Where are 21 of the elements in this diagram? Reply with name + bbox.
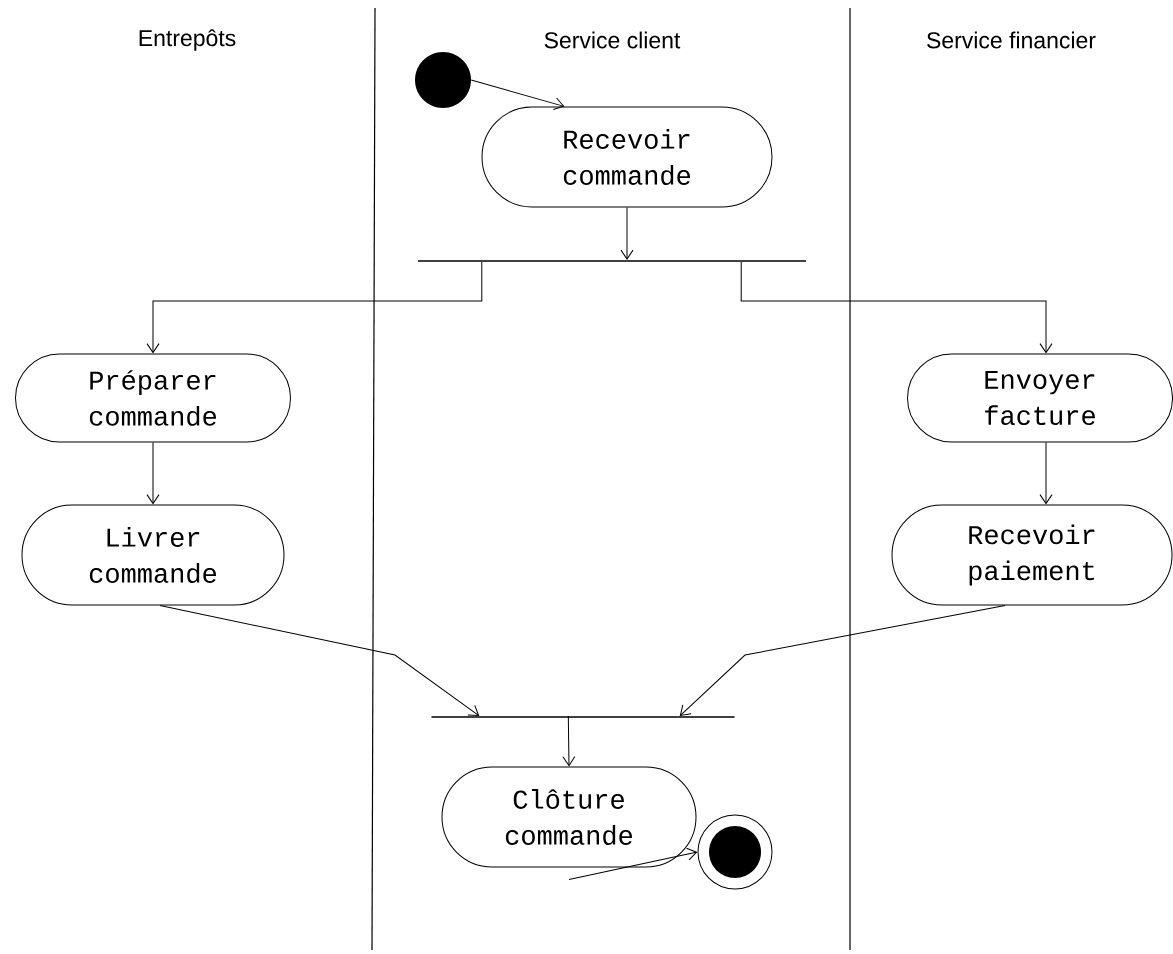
- activity-box: Préparer commande: [15, 353, 291, 443]
- activity-box: Clôture commande: [441, 766, 697, 868]
- activity-box: Recevoir paiement: [891, 504, 1173, 606]
- arrow: [470, 79, 565, 111]
- activity-box: Envoyer facture: [907, 353, 1173, 443]
- arrow: [146, 261, 483, 354]
- arrow: [159, 605, 480, 716]
- arrow: [620, 207, 634, 260]
- final-node: [697, 814, 773, 890]
- arrow: [146, 442, 160, 505]
- initial-node: [415, 52, 471, 108]
- activity-box: Recevoir commande: [481, 106, 773, 208]
- activity-box: Livrer commande: [21, 504, 285, 606]
- arrow: [679, 605, 1006, 716]
- arrow: [568, 847, 698, 880]
- lane-heading: Service financier: [927, 31, 1096, 49]
- lane-heading: Entrepôts: [139, 29, 236, 51]
- arrow: [1039, 442, 1053, 505]
- lane-heading: Service client: [544, 31, 681, 49]
- arrow: [740, 261, 1053, 354]
- arrow: [562, 715, 576, 767]
